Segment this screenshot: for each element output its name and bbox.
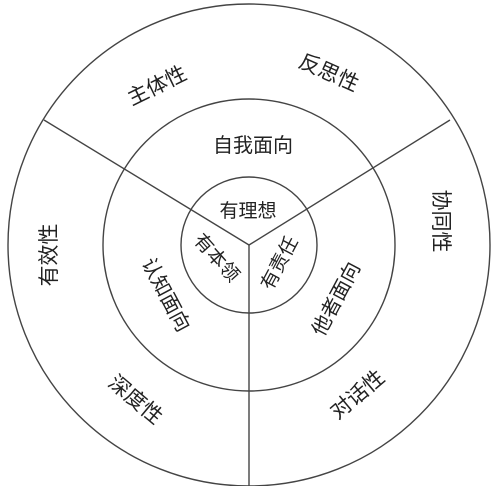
middle-label-left: 认知面向 [137,254,196,336]
divider-upper-right [248,119,451,246]
inner-label-right: 有责任 [257,233,303,294]
outer-label-bottom-left: 深度性 [104,370,168,429]
middle-label-right: 他者面向 [306,258,365,340]
divider-upper-left [43,119,250,246]
outer-ring [7,3,491,486]
outer-label-right: 协同性 [429,190,453,253]
inner-label-top: 有理想 [219,200,276,222]
outer-label-bottom-right: 对话性 [326,365,390,424]
outer-label-top-right: 反思性 [295,49,362,97]
inner-label-left: 有本领 [189,229,244,286]
middle-label-top: 自我面向 [213,133,293,157]
outer-label-left: 有效性 [37,224,61,287]
outer-label-top-left: 主体性 [123,61,190,110]
